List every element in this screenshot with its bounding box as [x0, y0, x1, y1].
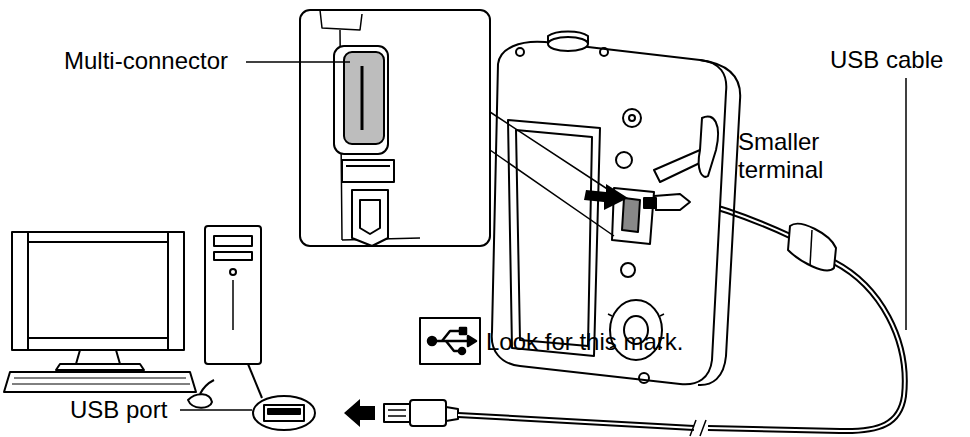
part-label: USB cable [830, 46, 943, 74]
note-label: Look for this mark. [486, 328, 683, 356]
part-label: USB port [70, 396, 167, 424]
part-label: Multi-connector [64, 47, 228, 75]
part-label: Smaller terminal [738, 128, 858, 183]
